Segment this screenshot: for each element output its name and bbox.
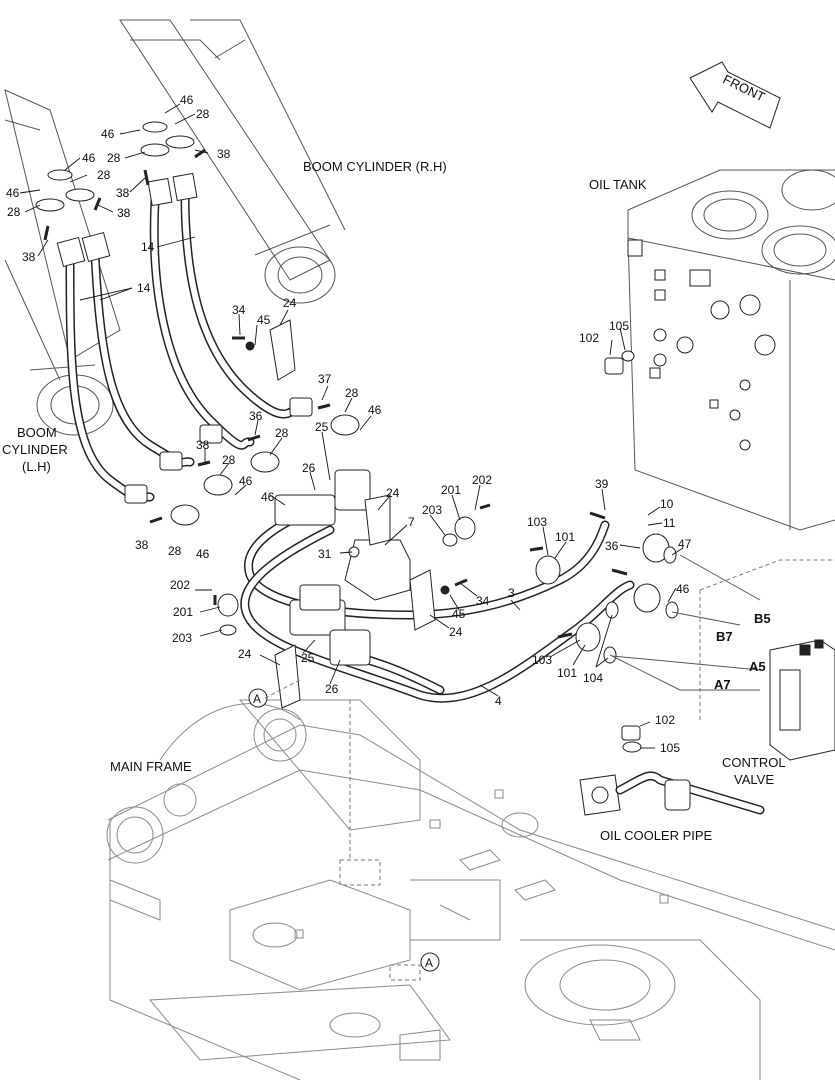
callout-3: 3 — [508, 586, 515, 600]
callout-45: 45 — [257, 313, 271, 327]
callout-24: 24 — [238, 647, 252, 661]
callout-24: 24 — [449, 625, 463, 639]
fittings — [35, 121, 679, 753]
port-a5-label: A5 — [749, 659, 766, 674]
main-frame-label: MAIN FRAME — [110, 759, 192, 774]
callout-101: 101 — [557, 666, 577, 680]
callout-24: 24 — [283, 296, 297, 310]
port-b7-label: B7 — [716, 629, 733, 644]
oil-cooler-pipe-drawing — [579, 771, 765, 816]
main-frame-drawing — [106, 699, 835, 1081]
callout-45: 45 — [452, 607, 466, 621]
callout-103: 103 — [527, 515, 547, 529]
section-marker-a-top-label: A — [253, 692, 261, 706]
control-valve-label-line2: VALVE — [734, 772, 774, 787]
pipe-3 — [244, 490, 610, 620]
callout-201: 201 — [173, 605, 193, 619]
hose-14-pair-rh — [149, 190, 305, 450]
callout-4: 4 — [495, 694, 502, 708]
callout-28: 28 — [7, 205, 21, 219]
callout-7: 7 — [408, 515, 415, 529]
callout-38: 38 — [217, 147, 231, 161]
callout-28: 28 — [97, 168, 111, 182]
port-b5-label: B5 — [754, 611, 771, 626]
callout-28: 28 — [196, 107, 210, 121]
callout-28: 28 — [168, 544, 182, 558]
callout-26: 26 — [325, 682, 339, 696]
callout-103: 103 — [532, 653, 552, 667]
callout-46: 46 — [261, 490, 275, 504]
callout-36: 36 — [249, 409, 263, 423]
callout-38: 38 — [22, 250, 36, 264]
callout-36: 36 — [605, 539, 619, 553]
section-marker-a-bottom: A — [420, 952, 440, 972]
callout-25: 25 — [301, 651, 315, 665]
callout-203: 203 — [422, 503, 442, 517]
callout-202: 202 — [170, 578, 190, 592]
callout-34: 34 — [232, 303, 246, 317]
callout-203: 203 — [172, 631, 192, 645]
boom-cylinder-lh-label-line1: BOOM — [17, 425, 57, 440]
pipe-4 — [240, 525, 635, 703]
callout-38: 38 — [117, 206, 131, 220]
callout-28: 28 — [222, 453, 236, 467]
port-a7-label: A7 — [714, 677, 731, 692]
control-valve-drawing — [609, 554, 835, 761]
callout-38: 38 — [116, 186, 130, 200]
callout-31: 31 — [318, 547, 332, 561]
callout-46: 46 — [180, 93, 194, 107]
callout-104: 104 — [583, 671, 603, 685]
callout-numbers: 46 28 46 28 46 28 38 46 28 38 38 38 14 1… — [6, 93, 692, 755]
boom-cylinder-lh-label-line2: CYLINDER — [2, 442, 68, 457]
bolts — [43, 148, 628, 639]
callout-14: 14 — [141, 240, 155, 254]
oil-cooler-pipe-label: OIL COOLER PIPE — [600, 828, 713, 843]
callout-28: 28 — [345, 386, 359, 400]
callout-105: 105 — [609, 319, 629, 333]
section-marker-a-top: A — [248, 688, 268, 708]
callout-25: 25 — [315, 420, 329, 434]
control-valve-label-line1: CONTROL — [722, 755, 786, 770]
callout-46: 46 — [82, 151, 96, 165]
boom-cylinder-rh-label: BOOM CYLINDER (R.H) — [303, 159, 447, 174]
oil-tank-drawing — [627, 169, 835, 531]
boom-cylinder-lh-label-line3: (L.H) — [22, 459, 51, 474]
oil-tank-label: OIL TANK — [589, 177, 647, 192]
callout-14: 14 — [137, 281, 151, 295]
section-marker-a-bottom-label: A — [425, 956, 433, 970]
callout-202: 202 — [472, 473, 492, 487]
callout-101: 101 — [555, 530, 575, 544]
callout-201: 201 — [441, 483, 461, 497]
callout-46: 46 — [676, 582, 690, 596]
callout-37: 37 — [318, 372, 332, 386]
callout-102: 102 — [655, 713, 675, 727]
callout-46: 46 — [196, 547, 210, 561]
callout-105: 105 — [660, 741, 680, 755]
callout-11: 11 — [663, 516, 676, 530]
callout-38: 38 — [196, 438, 210, 452]
callout-47: 47 — [678, 537, 692, 551]
callout-38: 38 — [135, 538, 149, 552]
callout-leaders — [19, 103, 684, 749]
callout-28: 28 — [107, 151, 121, 165]
callout-24: 24 — [386, 486, 400, 500]
callout-39: 39 — [595, 477, 609, 491]
callout-46: 46 — [101, 127, 115, 141]
boom-cylinder-lh — [4, 89, 121, 436]
callout-102: 102 — [579, 331, 599, 345]
callout-34: 34 — [476, 594, 490, 608]
callout-46: 46 — [6, 186, 20, 200]
callout-46: 46 — [239, 474, 253, 488]
callout-28: 28 — [275, 426, 289, 440]
boom-cylinder-rh — [119, 19, 346, 304]
callout-10: 10 — [660, 497, 674, 511]
callout-46: 46 — [368, 403, 382, 417]
front-direction-arrow: FRONT — [689, 61, 781, 129]
callout-26: 26 — [302, 461, 316, 475]
